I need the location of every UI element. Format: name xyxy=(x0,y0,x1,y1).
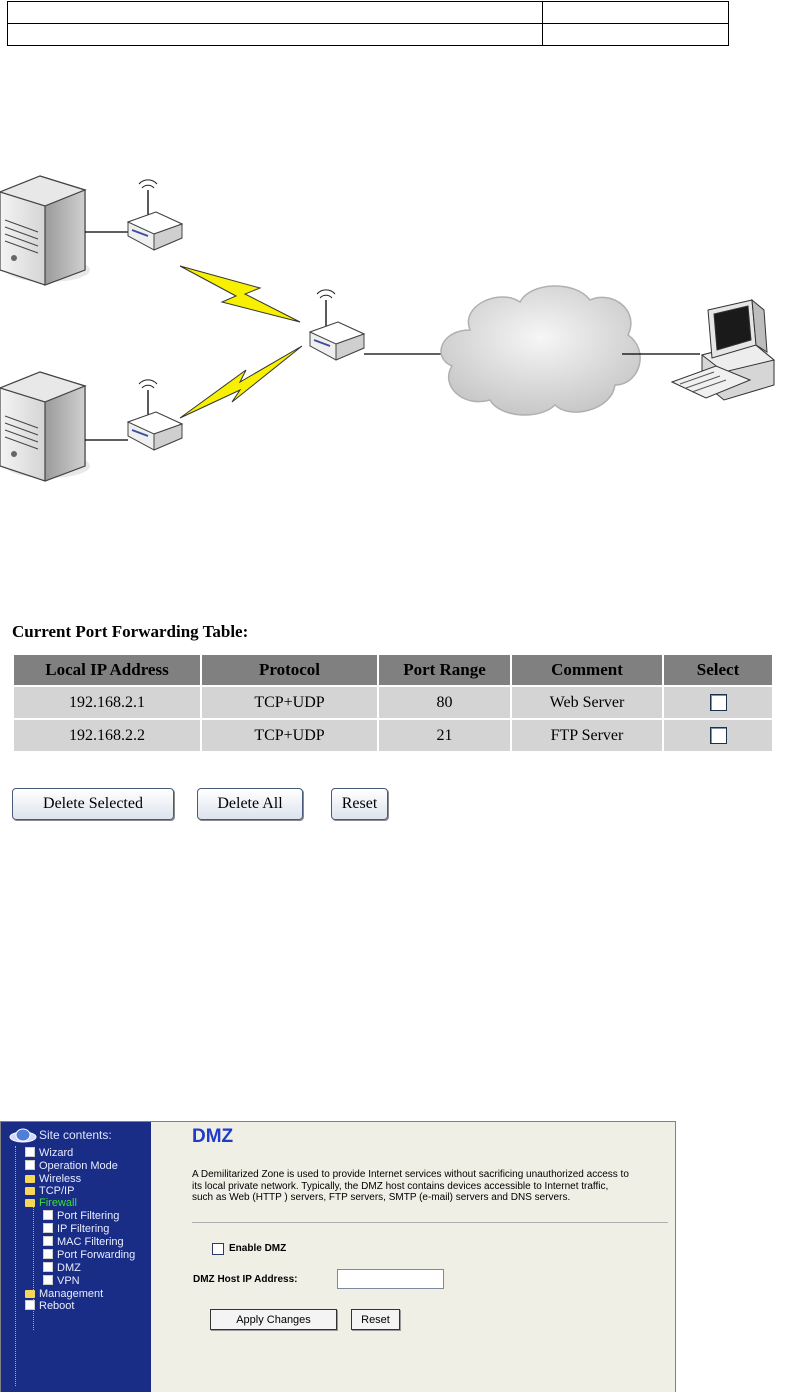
header-table-cell xyxy=(542,1,729,24)
header-table-cell xyxy=(7,1,543,24)
cell-select xyxy=(664,720,772,751)
tree-connector xyxy=(15,1146,16,1386)
sidebar-item-label: Reboot xyxy=(39,1300,75,1312)
sidebar-item-label: TCP/IP xyxy=(39,1185,75,1197)
sidebar-item-label: VPN xyxy=(57,1275,80,1287)
sidebar-item-label: Management xyxy=(39,1288,104,1300)
open-folder-icon xyxy=(25,1199,35,1207)
page-icon xyxy=(25,1160,35,1170)
port-forwarding-table: Local IP Address Protocol Port Range Com… xyxy=(12,653,774,753)
page-icon xyxy=(43,1223,53,1233)
page-icon xyxy=(43,1249,53,1259)
page-icon xyxy=(43,1236,53,1246)
sidebar-item-firewall[interactable]: Firewall xyxy=(25,1197,77,1209)
column-header-local-ip: Local IP Address xyxy=(14,655,200,685)
sidebar-item-label: DMZ xyxy=(57,1262,81,1274)
header-table-cell xyxy=(542,23,729,46)
server-1-icon xyxy=(0,175,90,286)
sidebar-item-vpn[interactable]: VPN xyxy=(43,1275,80,1287)
column-header-comment: Comment xyxy=(512,655,662,685)
wireless-router-1-icon xyxy=(126,179,184,251)
enable-dmz-checkbox[interactable] xyxy=(212,1243,224,1255)
sidebar-item-label: MAC Filtering xyxy=(57,1236,124,1248)
sidebar-item-wireless[interactable]: Wireless xyxy=(25,1173,81,1185)
wireless-link-icon xyxy=(179,265,301,323)
internet-cloud-icon xyxy=(440,285,641,416)
sidebar-item-label: Port Filtering xyxy=(57,1210,120,1222)
column-header-select: Select xyxy=(664,655,772,685)
router-dmz-screenshot: Site contents: Wizard Operation Mode Wir… xyxy=(0,1121,676,1392)
folder-icon xyxy=(25,1175,35,1183)
sidebar-item-mac-filtering[interactable]: MAC Filtering xyxy=(43,1236,124,1248)
site-globe-icon xyxy=(9,1128,37,1143)
table-row: 192.168.2.1 TCP+UDP 80 Web Server xyxy=(14,687,772,718)
sidebar: Site contents: Wizard Operation Mode Wir… xyxy=(1,1122,151,1392)
page-title: DMZ xyxy=(192,1126,234,1147)
sidebar-item-port-forwarding[interactable]: Port Forwarding xyxy=(43,1249,135,1261)
port-forwarding-title: Current Port Forwarding Table: xyxy=(12,622,249,641)
dmz-host-ip-input[interactable] xyxy=(337,1269,444,1289)
apply-changes-button[interactable]: Apply Changes xyxy=(210,1309,337,1330)
reset-button[interactable]: Reset xyxy=(331,788,388,820)
select-checkbox[interactable] xyxy=(709,694,727,712)
table-header-row: Local IP Address Protocol Port Range Com… xyxy=(14,655,772,685)
cell-port-range: 80 xyxy=(379,687,510,718)
header-table-cell xyxy=(7,23,543,46)
page-icon xyxy=(43,1262,53,1272)
sidebar-item-tcpip[interactable]: TCP/IP xyxy=(25,1185,74,1197)
cell-local-ip: 192.168.2.2 xyxy=(14,720,200,751)
page-icon xyxy=(25,1147,35,1157)
sidebar-item-reboot[interactable]: Reboot xyxy=(25,1300,74,1312)
sidebar-item-wizard[interactable]: Wizard xyxy=(25,1147,73,1159)
sidebar-item-ip-filtering[interactable]: IP Filtering xyxy=(43,1223,109,1235)
page-icon xyxy=(25,1300,35,1310)
select-checkbox[interactable] xyxy=(709,727,727,745)
cell-protocol: TCP+UDP xyxy=(202,687,377,718)
sidebar-item-label: Firewall xyxy=(39,1197,77,1209)
cell-comment: Web Server xyxy=(512,687,662,718)
sidebar-item-port-filtering[interactable]: Port Filtering xyxy=(43,1210,119,1222)
sidebar-item-label: Wireless xyxy=(39,1173,82,1185)
table-row: 192.168.2.2 TCP+UDP 21 FTP Server xyxy=(14,720,772,751)
dmz-reset-button[interactable]: Reset xyxy=(351,1309,400,1330)
sidebar-item-dmz[interactable]: DMZ xyxy=(43,1262,81,1274)
cell-protocol: TCP+UDP xyxy=(202,720,377,751)
workstation-icon xyxy=(670,298,776,401)
sidebar-item-management[interactable]: Management xyxy=(25,1288,103,1300)
dmz-content-panel: DMZ A Demilitarized Zone is used to prov… xyxy=(151,1122,675,1392)
divider xyxy=(192,1222,668,1223)
cell-port-range: 21 xyxy=(379,720,510,751)
wireless-router-central-icon xyxy=(308,289,366,361)
wireless-router-2-icon xyxy=(126,379,184,451)
cell-local-ip: 192.168.2.1 xyxy=(14,687,200,718)
dmz-host-ip-label: DMZ Host IP Address: xyxy=(193,1274,298,1285)
column-header-protocol: Protocol xyxy=(202,655,377,685)
sidebar-title: Site contents: xyxy=(39,1128,112,1142)
wireless-link-icon xyxy=(179,345,303,419)
tree-connector xyxy=(33,1200,34,1330)
cell-select xyxy=(664,687,772,718)
delete-selected-button[interactable]: Delete Selected xyxy=(12,788,174,820)
sidebar-item-label: Port Forwarding xyxy=(57,1249,136,1261)
sidebar-item-label: Operation Mode xyxy=(39,1160,118,1172)
folder-icon xyxy=(25,1290,35,1298)
delete-all-button[interactable]: Delete All xyxy=(197,788,303,820)
folder-icon xyxy=(25,1187,35,1195)
sidebar-item-label: IP Filtering xyxy=(57,1223,110,1235)
header-table xyxy=(7,1,729,46)
column-header-port-range: Port Range xyxy=(379,655,510,685)
cell-comment: FTP Server xyxy=(512,720,662,751)
server-2-icon xyxy=(0,371,90,482)
page-icon xyxy=(43,1210,53,1220)
enable-dmz-label: Enable DMZ xyxy=(229,1243,287,1254)
page-icon xyxy=(43,1275,53,1285)
sidebar-item-operation-mode[interactable]: Operation Mode xyxy=(25,1160,118,1172)
dmz-description: A Demilitarized Zone is used to provide … xyxy=(192,1169,629,1203)
network-diagram xyxy=(0,175,776,482)
sidebar-item-label: Wizard xyxy=(39,1147,74,1159)
